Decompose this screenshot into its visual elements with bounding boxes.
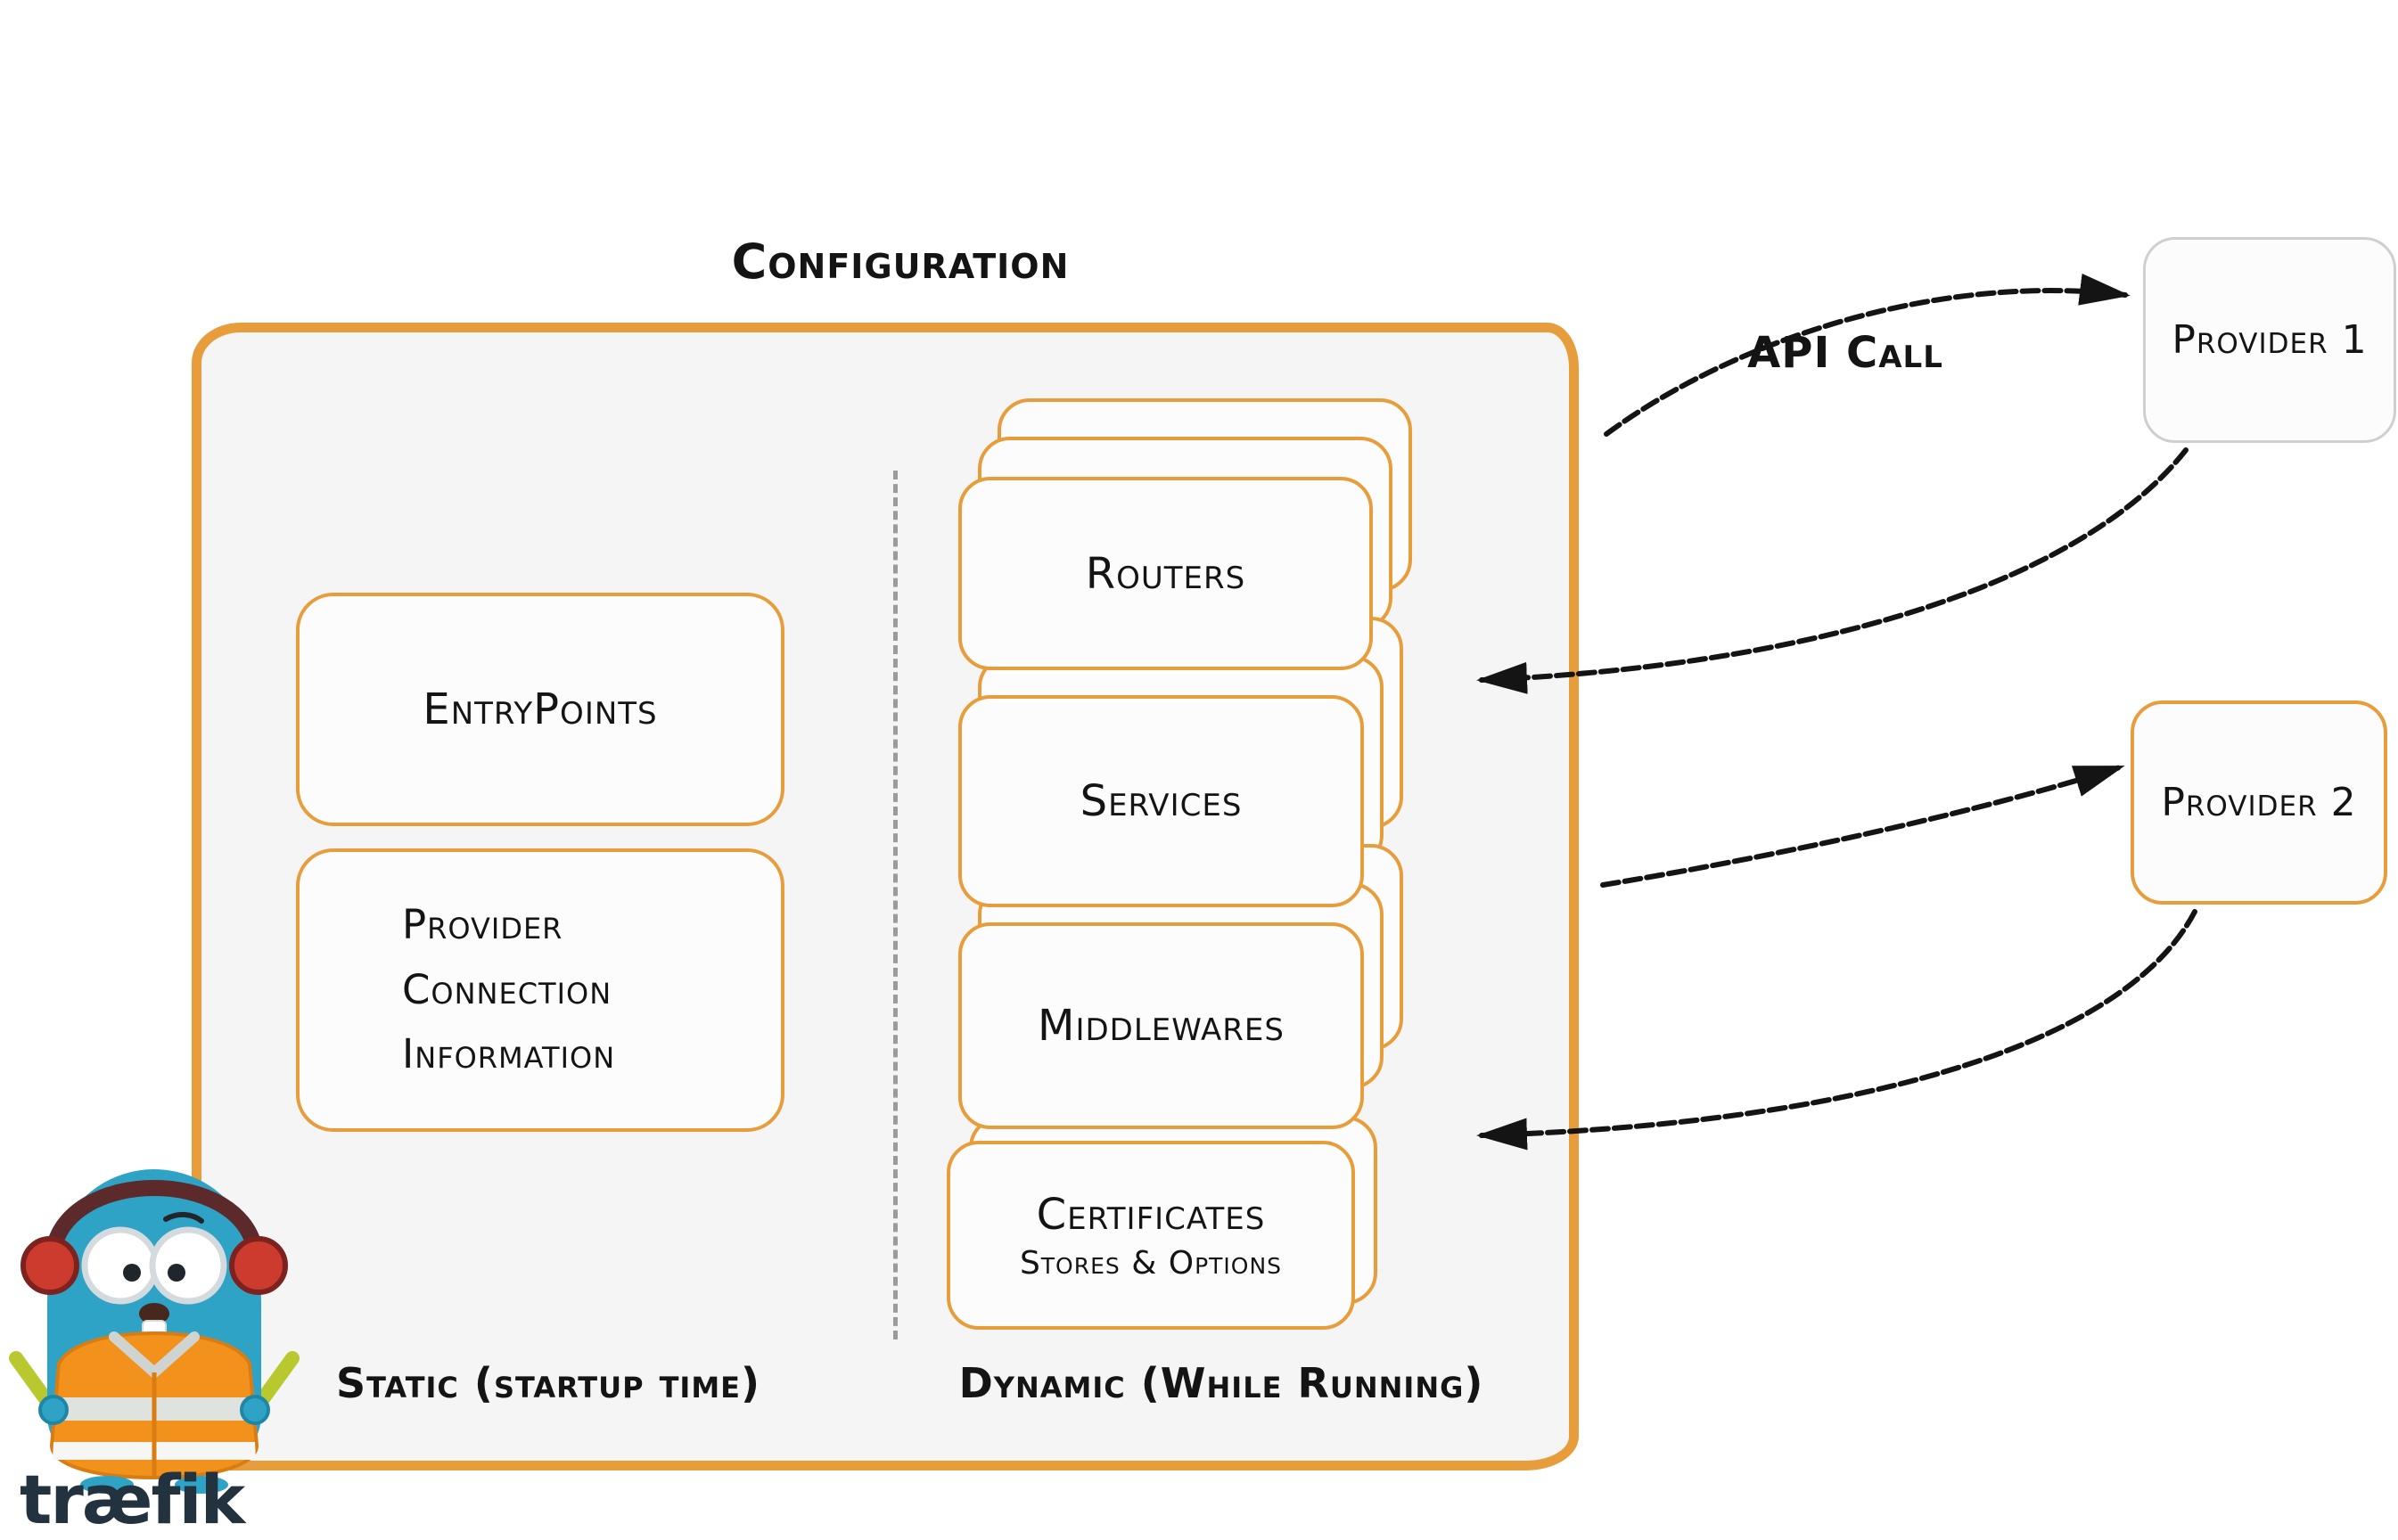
arrow-config-to-provider2	[1600, 765, 2125, 888]
api-call-label: API Call	[1747, 328, 1943, 378]
provider2-label: Provider 2	[2161, 780, 2357, 825]
provider-info-line: Information	[402, 1030, 616, 1078]
headphone-cup-right	[229, 1236, 288, 1295]
gopher-foot-right	[175, 1476, 228, 1494]
pupil-right	[168, 1264, 185, 1282]
provider-connection-info-box: Provider Connection Information	[296, 848, 784, 1132]
middlewares-stack: Middlewares	[958, 844, 1403, 1129]
entrypoints-label: EntryPoints	[423, 684, 658, 734]
headphone-band	[45, 1180, 263, 1257]
certificates-stack: Certificates Stores & Options	[947, 1116, 1377, 1330]
routers-label: Routers	[1085, 548, 1246, 599]
configuration-title: Configuration	[731, 233, 1070, 290]
static-dynamic-divider	[893, 471, 898, 1339]
middlewares-label: Middlewares	[1038, 1001, 1285, 1051]
static-caption: Static (startup time)	[335, 1359, 761, 1407]
gopher-foot-left	[80, 1476, 134, 1494]
gopher-hand-right	[240, 1395, 270, 1425]
gopher-eye-left	[81, 1226, 160, 1305]
gopher-brow	[163, 1212, 204, 1224]
traefik-wordmark: træfik	[20, 1460, 245, 1539]
certificates-card: Certificates Stores & Options	[947, 1141, 1355, 1330]
middlewares-card: Middlewares	[958, 922, 1364, 1129]
provider-info-line: Provider	[402, 900, 563, 948]
arrow-provider2-to-config	[1476, 909, 2197, 1151]
provider1-box: Provider 1	[2143, 237, 2396, 443]
certificates-subtitle: Stores & Options	[1019, 1244, 1283, 1282]
headphone-cup-left	[21, 1236, 79, 1295]
gopher-nose	[139, 1303, 169, 1324]
services-stack: Services	[958, 617, 1403, 907]
arrow-provider1-to-config	[1476, 447, 2189, 694]
dynamic-caption: Dynamic (While Running)	[958, 1359, 1484, 1407]
traefik-gopher-mascot	[9, 1169, 300, 1494]
pupil-left	[123, 1264, 141, 1282]
gopher-eye-right	[149, 1226, 227, 1305]
routers-card: Routers	[958, 477, 1373, 670]
certificates-label: Certificates	[1036, 1189, 1266, 1240]
gopher-hand-left	[38, 1395, 69, 1425]
routers-stack: Routers	[958, 398, 1412, 670]
services-card: Services	[958, 695, 1364, 907]
provider1-label: Provider 1	[2172, 317, 2368, 363]
services-label: Services	[1080, 776, 1243, 826]
entrypoints-box: EntryPoints	[296, 593, 784, 826]
provider2-box: Provider 2	[2131, 700, 2387, 905]
provider-info-line: Connection	[402, 965, 612, 1013]
